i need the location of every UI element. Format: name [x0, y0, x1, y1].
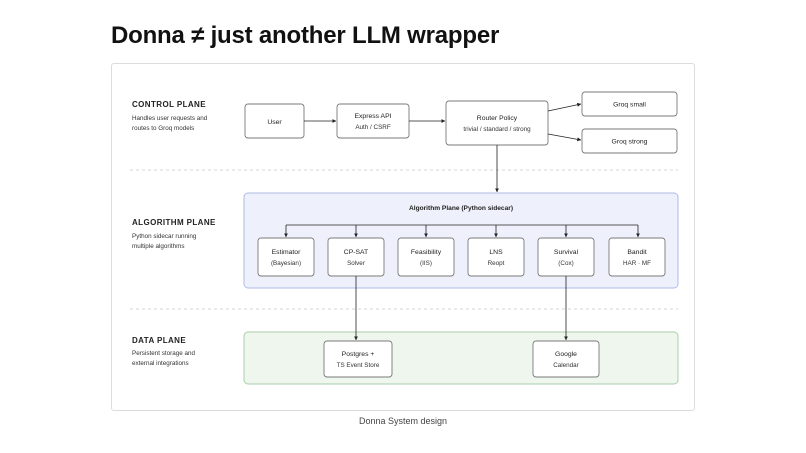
lns-label: LNS — [489, 249, 503, 256]
estimator-sub: (Bayesian) — [271, 260, 301, 267]
groq-strong-label: Groq strong — [612, 139, 648, 146]
bandit-label: Bandit — [627, 249, 646, 256]
groq-small-label: Groq small — [613, 102, 646, 109]
feasibility-sub: (IIS) — [420, 260, 432, 267]
algorithm-plane-title: ALGORITHM PLANE — [132, 218, 216, 227]
feasibility-node: Feasibility (IIS) — [397, 237, 455, 277]
control-plane-desc-2: routes to Groq models — [132, 125, 194, 132]
control-plane-desc-1: Handles user requests and — [132, 115, 208, 122]
bandit-sub: HAR · MF — [623, 260, 651, 267]
groq-small-node: Groq small — [581, 91, 678, 117]
google-calendar-label: Google — [555, 351, 577, 358]
data-plane-title: DATA PLANE — [132, 336, 186, 345]
survival-sub: (Cox) — [558, 260, 573, 267]
postgres-node: Postgres + TS Event Store — [323, 340, 393, 378]
google-calendar-sub: Calendar — [553, 362, 579, 369]
arrow-router-to-groq-strong — [547, 133, 582, 142]
cpsat-node: CP-SAT Solver — [327, 237, 385, 277]
estimator-node: Estimator (Bayesian) — [257, 237, 315, 277]
express-api-sub: Auth / CSRF — [355, 124, 390, 131]
postgres-label: Postgres + — [342, 351, 375, 358]
google-calendar-node: Google Calendar — [532, 340, 600, 378]
data-plane-desc-1: Persistent storage and — [132, 350, 196, 357]
diagram-caption: Donna System design — [358, 416, 448, 426]
survival-node: Survival (Cox) — [537, 237, 595, 277]
router-policy-label: Router Policy — [477, 115, 518, 122]
router-policy-node: Router Policy trivial / standard / stron… — [445, 100, 549, 146]
lns-node: LNS Reopt — [467, 237, 525, 277]
cpsat-label: CP-SAT — [344, 249, 368, 256]
groq-strong-node: Groq strong — [581, 128, 678, 154]
user-node-label: User — [267, 119, 282, 126]
router-policy-sub: trivial / standard / strong — [463, 126, 531, 133]
algorithm-group-title: Algorithm Plane (Python sidecar) — [409, 205, 513, 212]
express-api-node: Express API Auth / CSRF — [336, 103, 410, 139]
feasibility-label: Feasibility — [411, 249, 442, 256]
control-plane-title: CONTROL PLANE — [132, 100, 206, 109]
arrow-router-to-groq-small — [547, 102, 582, 112]
bandit-node: Bandit HAR · MF — [608, 237, 666, 277]
user-node: User — [244, 103, 305, 139]
data-plane-desc-2: external integrations — [132, 360, 189, 367]
data-plane-group — [243, 331, 679, 385]
algorithm-plane-desc-2: multiple algorithms — [132, 243, 185, 250]
postgres-sub: TS Event Store — [337, 362, 380, 369]
page-title: Donna ≠ just another LLM wrapper — [111, 22, 500, 49]
lns-sub: Reopt — [488, 260, 505, 267]
cpsat-sub: Solver — [347, 260, 365, 267]
estimator-label: Estimator — [272, 249, 301, 256]
express-api-label: Express API — [354, 113, 391, 120]
survival-label: Survival — [554, 249, 579, 256]
algorithm-plane-desc-1: Python sidecar running — [132, 233, 197, 240]
